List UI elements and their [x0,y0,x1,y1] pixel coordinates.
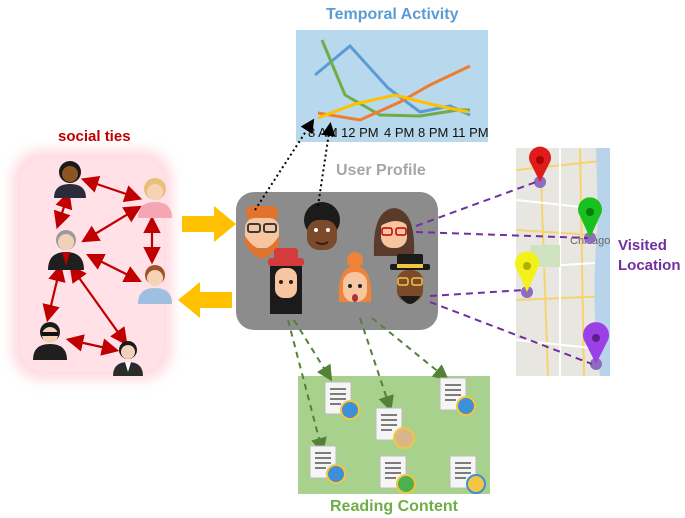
purple-location-pin-icon [583,322,609,370]
social-person-3-icon [48,230,84,270]
yellow-location-pin-icon [515,251,539,298]
tick-label-8pm: 8 PM [418,125,448,140]
document-4-icon [309,445,346,484]
arrow-to-profile-icon [182,206,236,242]
tick-label-8am: 8 AM [308,125,338,140]
social-person-2-icon [138,178,172,218]
social-ties-title: social ties [58,128,131,145]
red-location-pin-icon [529,146,551,188]
social-relation-arrows [42,175,161,356]
avatar-woman-brown-hair-icon [373,208,415,256]
temporal-activity-title: Temporal Activity [326,6,459,23]
document-1-icon [324,381,360,420]
arrow-from-profile-icon [178,282,232,318]
user-profile-title: User Profile [336,162,426,179]
green-location-pin-icon [578,197,602,244]
visited-label-line-2: Location [618,257,681,274]
document-3-icon [375,407,415,449]
document-2-icon [439,377,476,416]
tick-label-12pm: 12 PM [341,125,379,140]
social-person-6-icon [113,341,143,376]
visited-location-title: Visited Location [618,236,681,276]
social-person-1-icon [54,161,86,198]
content-links [287,317,450,454]
temporal-links [254,118,336,211]
temporal-chart-lines [314,39,471,122]
tick-label-4pm: 4 PM [384,125,414,140]
avatar-black-hat-man-icon [390,254,430,304]
temporal-chart-ticks: 8 AM 12 PM 4 PM 8 PM 11 PM [308,125,489,140]
social-person-5-icon [33,322,67,360]
avatar-orange-bun-icon [338,252,372,302]
document-5-icon [379,455,416,494]
avatar-red-hat-icon [268,248,304,314]
location-links [415,181,593,365]
visited-label-line-1: Visited [618,237,667,254]
document-6-icon [449,455,486,494]
reading-content-title: Reading Content [330,498,458,515]
tick-label-11pm: 11 PM [452,125,489,140]
avatar-redhead-glasses-icon [245,206,279,258]
avatar-dark-afro-icon [304,202,340,250]
social-person-4-icon [138,265,172,304]
